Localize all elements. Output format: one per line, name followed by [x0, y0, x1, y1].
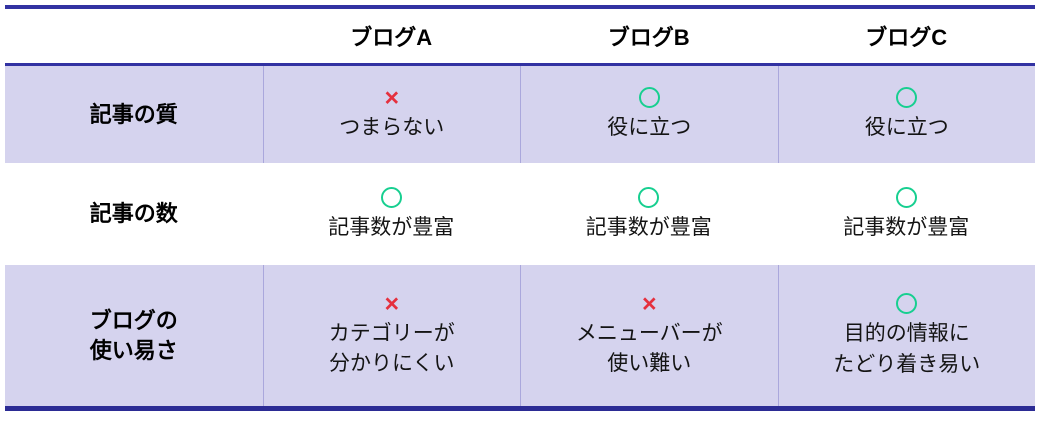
table-cell: 役に立つ: [777, 66, 1036, 163]
table-header-row: ブログA ブログB ブログC: [5, 9, 1035, 66]
circle-mark-icon: [896, 87, 918, 109]
cell-text: カテゴリーが 分かりにくい: [328, 321, 455, 375]
cross-mark-icon: ×: [641, 289, 657, 318]
table-cell: × メニューバーが 使い難い: [520, 265, 778, 406]
circle-mark-icon: [896, 293, 918, 315]
circle-mark-icon: [638, 87, 660, 109]
cross-mark-icon: ×: [384, 83, 400, 112]
row-label: 記事の質: [89, 101, 178, 127]
circle-mark-icon: [895, 186, 917, 208]
cell-text: 記事数が豊富: [843, 215, 970, 239]
cell-text: 役に立つ: [864, 116, 949, 140]
table-row-article-count: 記事の数 記事数が豊富 記事数が豊富 記事数が豊富: [5, 163, 1035, 265]
cell-text: つまらない: [339, 115, 445, 139]
table-cell: × つまらない: [262, 66, 521, 163]
row-label: ブログの 使い易さ: [89, 307, 178, 363]
table-row-article-quality: 記事の質 × つまらない 役に立つ 役に立つ: [5, 66, 1035, 163]
header-cell-blog-b: ブログB: [607, 25, 690, 50]
header-cell-empty: [5, 9, 263, 63]
cell-text: 役に立つ: [607, 116, 692, 140]
table-cell: 目的の情報に たどり着き易い: [777, 265, 1036, 406]
comparison-table: ブログA ブログB ブログC 記事の質 × つまらない 役に立つ 役に立つ 記事…: [5, 5, 1035, 411]
cell-text: 記事数が豊富: [328, 215, 455, 239]
cell-text: メニューバーが 使い難い: [575, 321, 723, 375]
table-cell: 記事数が豊富: [263, 163, 521, 265]
table-cell: 記事数が豊富: [778, 163, 1036, 265]
table-cell: × カテゴリーが 分かりにくい: [262, 265, 521, 406]
table-row-blog-usability: ブログの 使い易さ × カテゴリーが 分かりにくい × メニューバーが 使い難い…: [5, 265, 1035, 406]
row-label: 記事の数: [89, 201, 178, 227]
header-cell-blog-a: ブログA: [350, 25, 433, 50]
circle-mark-icon: [380, 186, 402, 208]
cell-text: 記事数が豊富: [585, 215, 712, 239]
circle-mark-icon: [638, 186, 660, 208]
cross-mark-icon: ×: [384, 289, 400, 318]
header-cell-blog-c: ブログC: [865, 25, 948, 50]
cell-text: 目的の情報に たどり着き易い: [833, 322, 981, 376]
table-cell: 役に立つ: [520, 66, 778, 163]
table-cell: 記事数が豊富: [520, 163, 778, 265]
